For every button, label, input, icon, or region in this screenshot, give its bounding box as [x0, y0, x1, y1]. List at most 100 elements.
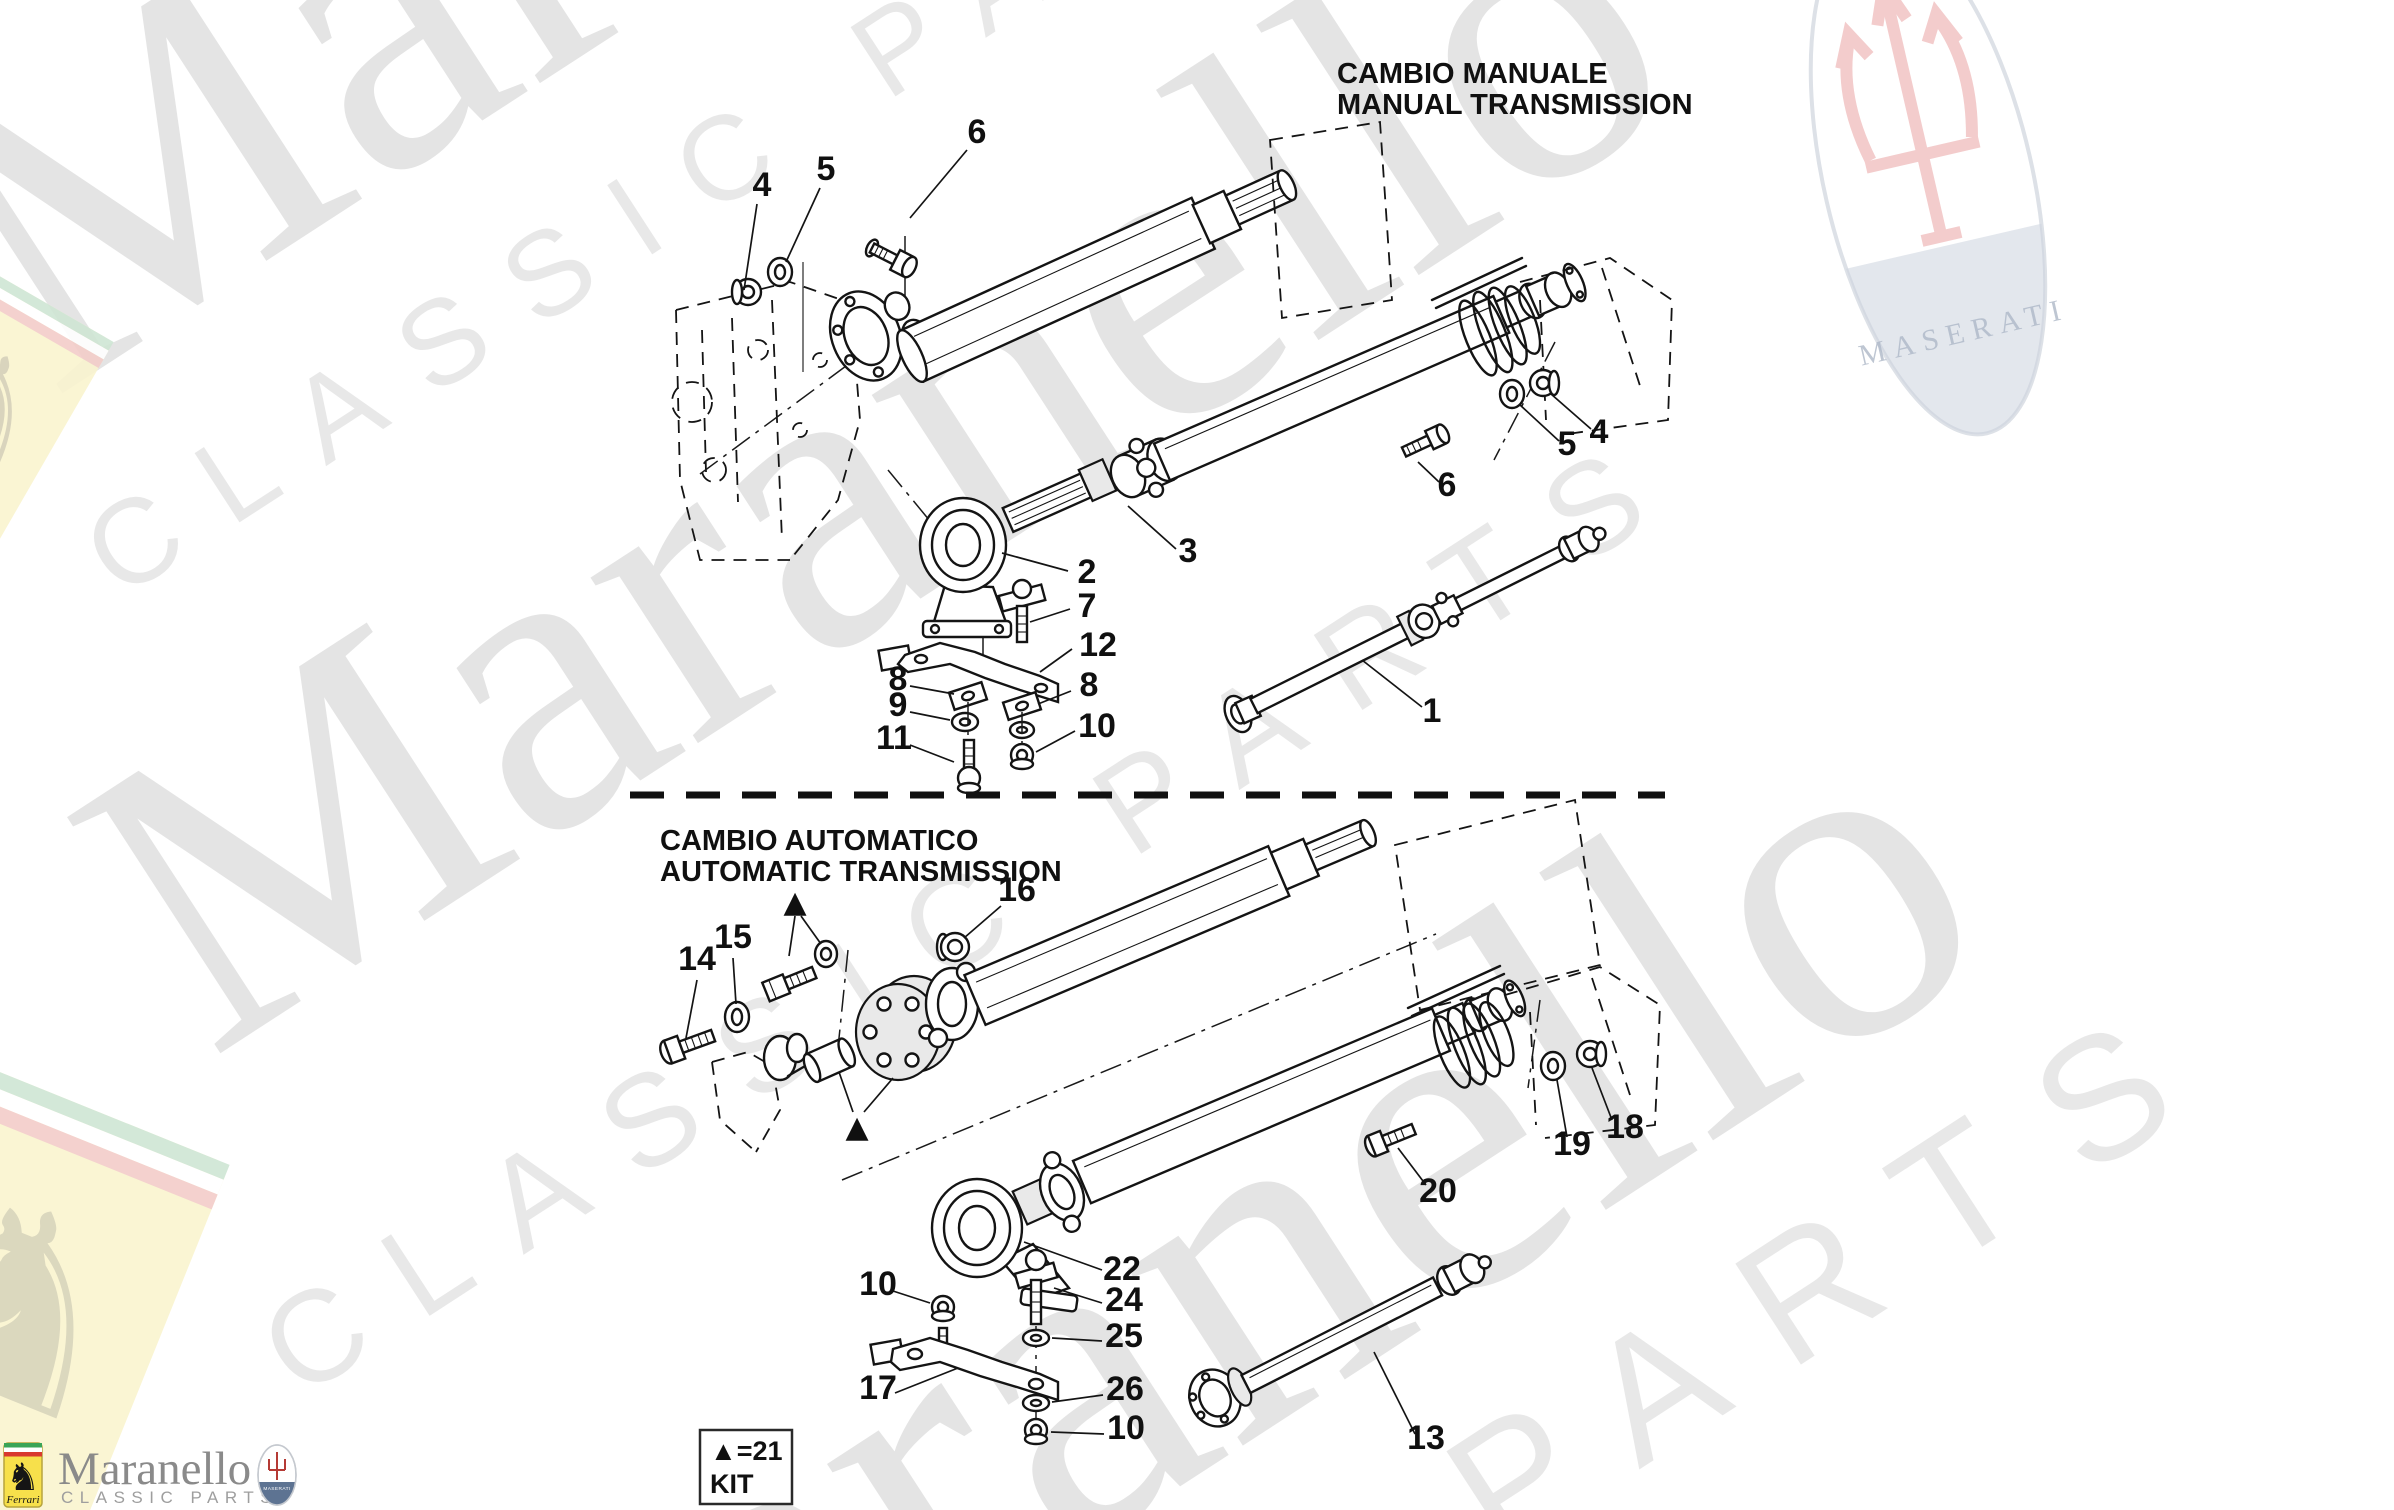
section-title-manual: CAMBIO MANUALE MANUAL TRANSMISSION [1337, 58, 1693, 121]
section-title-automatic: CAMBIO AUTOMATICO AUTOMATIC TRANSMISSION [660, 825, 1062, 888]
part-callout-label: 4 [1590, 413, 1609, 451]
part-callout-13: 13 [1373, 1351, 1445, 1457]
part-callout-label: 20 [1419, 1172, 1457, 1210]
leader-line [685, 979, 698, 1039]
leader-line [1001, 552, 1069, 572]
leader-line [1127, 505, 1177, 550]
part-callout-label: 19 [1553, 1125, 1591, 1163]
part-callout-5: 5 [1518, 403, 1576, 463]
manual-nut-4 [730, 277, 763, 307]
leader-line [1051, 1394, 1104, 1403]
part-callout-label: 12 [1079, 626, 1117, 664]
part-callout-25: 25 [1051, 1317, 1143, 1355]
part-callout-label: 24 [1105, 1281, 1143, 1319]
leader-line [894, 1367, 959, 1394]
leader-line [785, 187, 821, 263]
kit-symbol-equation: ▲=21 [710, 1436, 783, 1466]
part-callout-20: 20 [1397, 1147, 1457, 1210]
footer-brand-tagline: CLASSIC PARTS [61, 1488, 278, 1507]
auto-dashed-envelope [1393, 798, 1602, 1012]
auto-nut-18 [1575, 1039, 1608, 1069]
maserati-trident-watermark-icon: MASERATI [1808, 0, 2072, 437]
ferrari-badge-watermark-icon: ♞ [0, 1060, 230, 1510]
auto-washer-19 [1539, 1050, 1567, 1082]
part-callout-10: 10 [859, 1265, 931, 1304]
part-callout-6: 6 [1417, 461, 1457, 504]
leader-line [909, 685, 955, 695]
part-callout-19: 19 [1553, 1079, 1591, 1163]
auto-front-shaft-tube [962, 818, 1378, 1027]
part-callout-label: 9 [889, 686, 908, 724]
part-callout-8: 8 [1037, 666, 1099, 705]
part-callout-12: 12 [1039, 626, 1117, 673]
leader-line [743, 203, 758, 291]
part-callout-26: 26 [1051, 1370, 1144, 1408]
part-callout-label: 22 [1103, 1250, 1141, 1288]
part-callout-label: 25 [1105, 1317, 1143, 1355]
part-callout-17: 17 [859, 1367, 959, 1407]
auto-lock-washer-15 [723, 1000, 751, 1034]
diagram-layer [630, 120, 1673, 1446]
manual-title-english: MANUAL TRANSMISSION [1337, 89, 1693, 121]
part-callout-2: 2 [1001, 552, 1097, 591]
manual-bolt-11 [956, 738, 982, 795]
manual-complete-shaft-1 [1223, 525, 1607, 734]
leader-line [1361, 659, 1423, 708]
leader-line [909, 149, 968, 219]
part-callout-5: 5 [785, 150, 836, 263]
manual-washer-10-stack [1008, 720, 1036, 771]
kit-triangle-▲: ▲ [783, 885, 822, 957]
auto-washer [813, 939, 839, 969]
kit-label: KIT [710, 1469, 754, 1499]
leader-line [1039, 648, 1073, 673]
kit-triangle-label: ▲ [845, 1110, 868, 1145]
auto-nut-10a [930, 1294, 956, 1323]
leader-line [1397, 1147, 1427, 1186]
part-callout-9: 9 [889, 686, 951, 724]
auto-bolt-14 [659, 1028, 717, 1065]
part-callout-10: 10 [1050, 1409, 1145, 1447]
part-callout-label: 26 [1106, 1370, 1144, 1408]
part-callout-label: 2 [1078, 553, 1097, 591]
leader-line [1550, 393, 1592, 430]
part-callout-label: 10 [1078, 707, 1116, 745]
part-callout-7: 7 [1029, 587, 1096, 625]
manual-title-italian: CAMBIO MANUALE [1337, 58, 1608, 90]
leader-line [909, 744, 955, 763]
leader-line [1050, 1431, 1105, 1435]
part-callout-6: 6 [909, 113, 986, 219]
part-callout-3: 3 [1127, 505, 1197, 570]
automatic-title-english: AUTOMATIC TRANSMISSION [660, 856, 1062, 888]
part-callout-24: 24 [1053, 1281, 1143, 1319]
leader-line [963, 905, 1002, 939]
footer-brand-logo: ♞ Ferrari Maranello CLASSIC PARTS MASERA… [3, 1442, 297, 1508]
part-callout-label: 10 [1107, 1409, 1145, 1447]
manual-square-washer-8a [947, 680, 989, 712]
manual-center-bearing-2 [918, 496, 1013, 639]
manual-spring-washer-9 [950, 711, 980, 733]
ferrari-shield-icon: ♞ Ferrari [3, 1442, 43, 1508]
auto-centering-bushing [802, 1037, 857, 1084]
leader-line [863, 1077, 894, 1113]
leader-line [1053, 1287, 1103, 1304]
manual-bolt-6 [864, 238, 918, 279]
manual-washer-5 [766, 256, 794, 288]
part-callout-label: 14 [678, 940, 716, 978]
part-callout-label: 8 [1080, 666, 1099, 704]
auto-bracket-17 [869, 1336, 1060, 1402]
ferrari-wordmark: Ferrari [6, 1494, 40, 1506]
part-callout-label: 5 [817, 150, 836, 188]
part-callout-14: 14 [678, 940, 716, 1039]
part-callout-label: 6 [1438, 466, 1457, 504]
auto-bolt-20 [1363, 1122, 1418, 1158]
part-callout-label: 4 [753, 166, 772, 204]
part-callout-22: 22 [1023, 1241, 1141, 1288]
manual-slip-joint-3 [1001, 457, 1118, 534]
ferrari-badge-watermark-icon: ♞ Ferrari [0, 262, 114, 555]
auto-nut-16 [935, 931, 971, 963]
part-callout-4: 4 [743, 166, 772, 291]
part-callout-label: 8 [889, 660, 908, 698]
